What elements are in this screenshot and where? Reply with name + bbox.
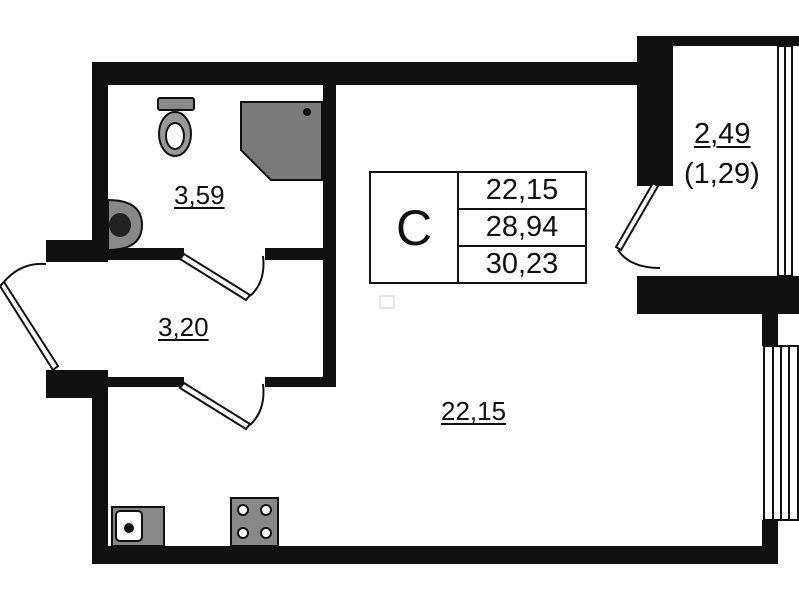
toilet-icon [157,97,195,157]
doors [0,181,661,431]
column-marker [379,295,395,309]
hall-area-label: 3,20 [158,312,209,342]
sink-icon [107,198,144,252]
summary-total-area: 28,94 [459,210,585,247]
entrance-door-swing-icon [0,262,60,372]
bottom-wall [92,546,768,564]
kitchen-sink-icon [111,506,165,547]
right-wall-lower-pier [762,300,778,346]
apartment-type: C [371,173,459,282]
living-area-label: 22,15 [441,396,507,426]
balcony-area-label: 2,49 [694,118,751,150]
summary-values: 22,15 28,94 30,23 [459,173,585,282]
shower-tray-icon [240,101,323,181]
hall-bottom-wall-left [46,377,184,387]
left-wall-upper [92,62,108,254]
bathroom-bottom-wall-right [265,248,336,260]
windows [763,45,799,521]
summary-living-area: 22,15 [459,173,585,210]
fixtures [107,97,395,547]
left-wall-lower [92,383,108,563]
bathroom-area-label: 3,59 [174,180,225,210]
hall-door-swing-icon [178,381,265,431]
right-wall-base [762,520,778,564]
balcony-top-wall [637,36,799,46]
top-wall [92,62,640,85]
outer-walls [46,36,799,564]
area-summary-table: C 22,15 28,94 30,23 [369,171,587,284]
bathroom-bottom-wall-left [92,248,184,260]
right-wall-pier-top [637,36,673,186]
summary-total-with-balcony: 30,23 [485,248,559,280]
inner-walls [46,85,336,387]
balcony-reduced-area-label: (1,29) [684,158,760,190]
balcony-window-icon [777,45,793,277]
balcony-door-swing-icon [614,181,661,269]
stove-icon [230,497,279,547]
living-window-icon [763,345,799,521]
bathroom-right-wall [323,85,336,385]
hall-bottom-wall-right [265,377,336,387]
bathroom-door-swing-icon [178,252,265,302]
